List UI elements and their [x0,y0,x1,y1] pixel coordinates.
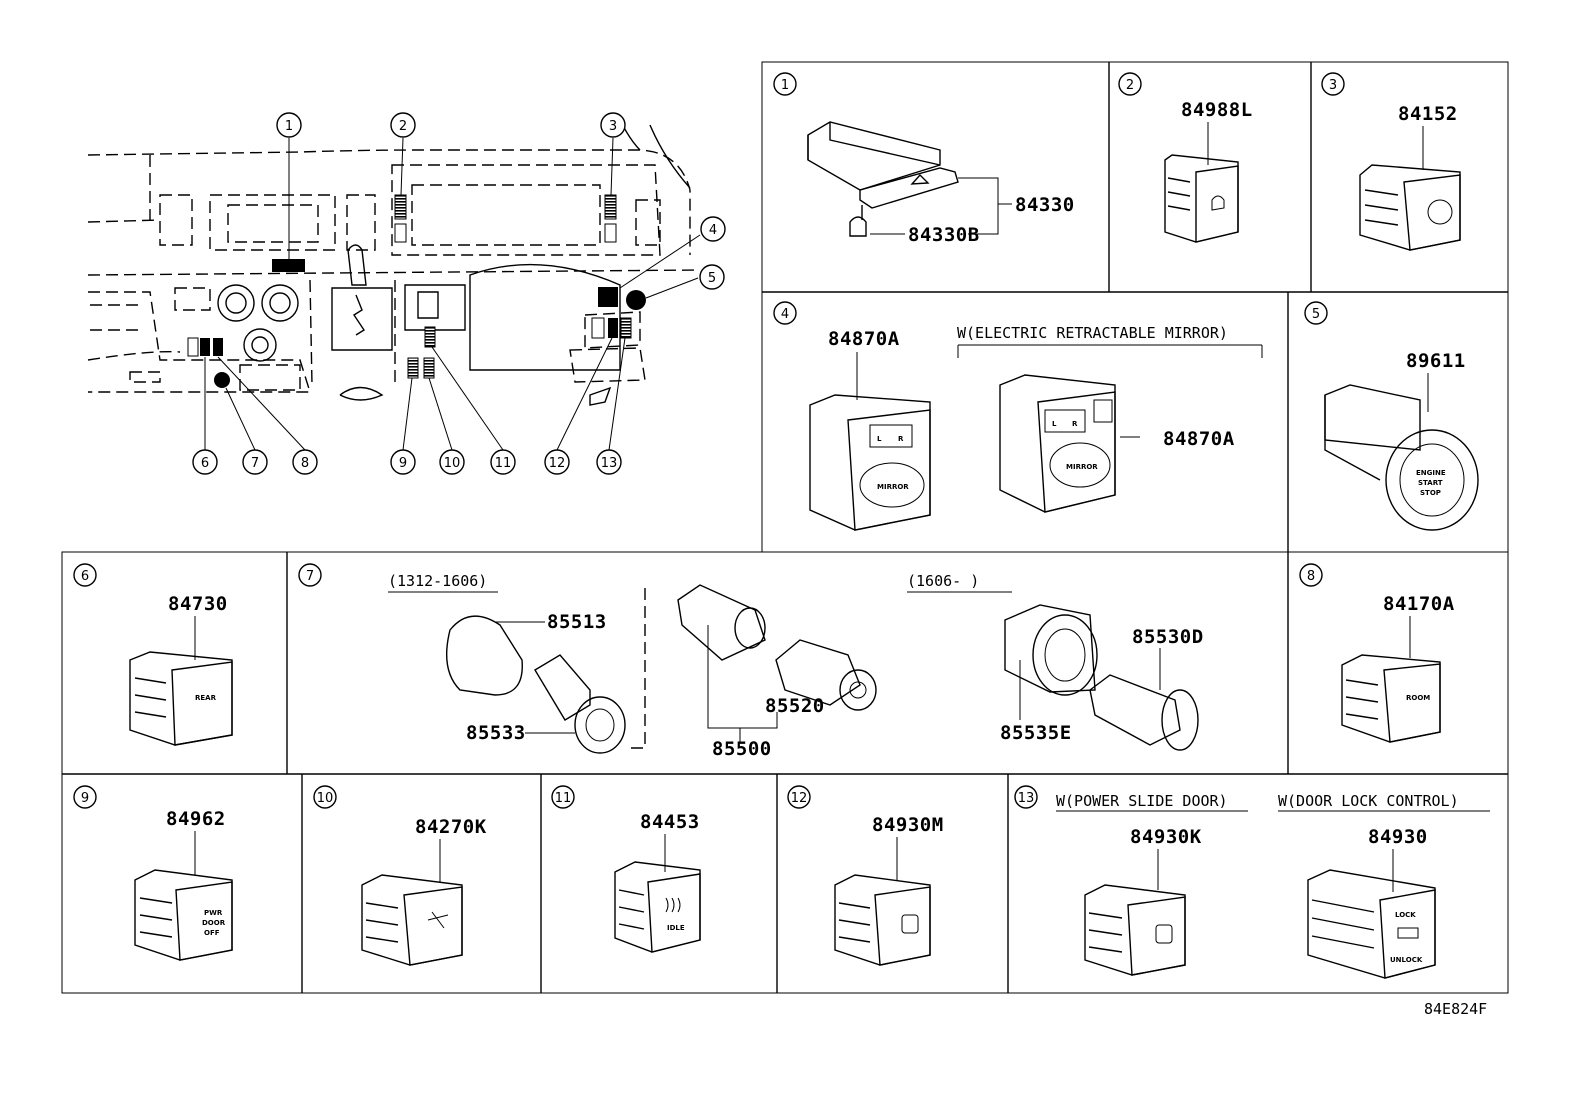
part-84930K: 84930K [1130,826,1202,848]
cell-6: 6 84730 REAR [73,563,233,746]
note-electric-retractable-mirror: W(ELECTRIC RETRACTABLE MIRROR) [957,324,1228,342]
callout-12: 12 [549,456,566,471]
callout-13: 13 [601,456,618,471]
cell-7: 7 (1312-1606) (1606- ) 85513 85533 85520… [298,563,1204,760]
svg-text:PWR: PWR [204,909,223,917]
svg-text:START: START [1418,479,1443,487]
part-84930M: 84930M [872,814,944,836]
cell-8: 8 84170A ROOM [1299,563,1455,743]
part-89611: 89611 [1406,350,1466,372]
svg-text:STOP: STOP [1420,489,1441,497]
svg-text:MIRROR: MIRROR [877,483,909,491]
part-84330B: 84330B [908,224,980,246]
callout-7: 7 [251,456,259,471]
part-84453: 84453 [640,811,700,833]
svg-text:DOOR: DOOR [202,919,226,927]
part-84988L: 84988L [1181,99,1253,121]
note-door-lock-control: W(DOOR LOCK CONTROL) [1278,792,1459,810]
svg-text:OFF: OFF [204,929,220,937]
cell-9: 9 84962 PWR DOOR OFF [73,785,233,961]
part-84870A-retractable: 84870A [1163,428,1235,450]
callout-8: 8 [301,456,309,471]
diagram-code: 84E824F [1424,1000,1487,1018]
part-84330: 84330 [1015,194,1075,216]
part-84730: 84730 [168,593,228,615]
callout-5: 5 [708,271,716,286]
cell-10: 10 84270K [313,785,487,966]
cell-3: 3 84152 [1321,72,1461,251]
svg-text:L: L [877,435,882,443]
part-85520: 85520 [765,695,825,717]
note-1312-1606: (1312-1606) [388,572,487,590]
callout-1: 1 [285,119,293,134]
cell-2: 2 84988L [1118,72,1253,243]
svg-text:IDLE: IDLE [667,924,685,932]
part-84152: 84152 [1398,103,1458,125]
cell-5: 5 89611 ENGINE START STOP [1304,301,1479,531]
svg-text:12: 12 [791,791,808,806]
dashboard-overview [87,119,701,451]
cell-1: 1 84330 84330B [773,72,1075,246]
part-84170A: 84170A [1383,593,1455,615]
cell-4: 4 84870A W(ELECTRIC RETRACTABLE MIRROR) … [773,301,1263,531]
svg-text:R: R [898,435,904,443]
svg-text:6: 6 [81,569,89,584]
svg-text:LOCK: LOCK [1395,911,1416,919]
callout-6: 6 [201,456,209,471]
part-84930: 84930 [1368,826,1428,848]
svg-text:9: 9 [81,791,89,806]
svg-text:13: 13 [1018,791,1035,806]
part-85530D: 85530D [1132,626,1204,648]
part-85513: 85513 [547,611,607,633]
note-power-slide-door: W(POWER SLIDE DOOR) [1056,792,1228,810]
svg-text:4: 4 [781,307,789,322]
svg-text:7: 7 [306,569,314,584]
part-85535E: 85535E [1000,722,1072,744]
svg-text:2: 2 [1126,78,1134,93]
overview-callouts: 1 2 3 4 5 6 7 8 9 10 11 12 13 [192,112,726,475]
svg-text:1: 1 [781,78,789,93]
svg-text:REAR: REAR [195,694,217,702]
svg-text:8: 8 [1307,569,1315,584]
part-84870A: 84870A [828,328,900,350]
cell-13: 13 W(POWER SLIDE DOOR) W(DOOR LOCK CONTR… [1014,785,1490,979]
part-84962: 84962 [166,808,226,830]
svg-text:3: 3 [1329,78,1337,93]
svg-text:5: 5 [1312,307,1320,322]
svg-text:ENGINE: ENGINE [1416,469,1446,477]
svg-text:L: L [1052,420,1057,428]
part-85500: 85500 [712,738,772,760]
callout-10: 10 [444,456,461,471]
svg-text:ROOM: ROOM [1406,694,1430,702]
callout-11: 11 [495,456,512,471]
svg-text:MIRROR: MIRROR [1066,463,1098,471]
part-84270K: 84270K [415,816,487,838]
svg-text:11: 11 [555,791,572,806]
note-1606: (1606- ) [907,572,979,590]
callout-2: 2 [399,119,407,134]
cell-12: 12 84930M [787,785,944,966]
svg-text:R: R [1072,420,1078,428]
callout-9: 9 [399,456,407,471]
callout-3: 3 [609,119,617,134]
callout-4: 4 [709,223,717,238]
part-85533: 85533 [466,722,526,744]
svg-text:10: 10 [317,791,334,806]
svg-text:UNLOCK: UNLOCK [1390,956,1423,964]
grid-frames [61,61,1509,994]
cell-11: 11 84453 IDLE [551,785,701,953]
